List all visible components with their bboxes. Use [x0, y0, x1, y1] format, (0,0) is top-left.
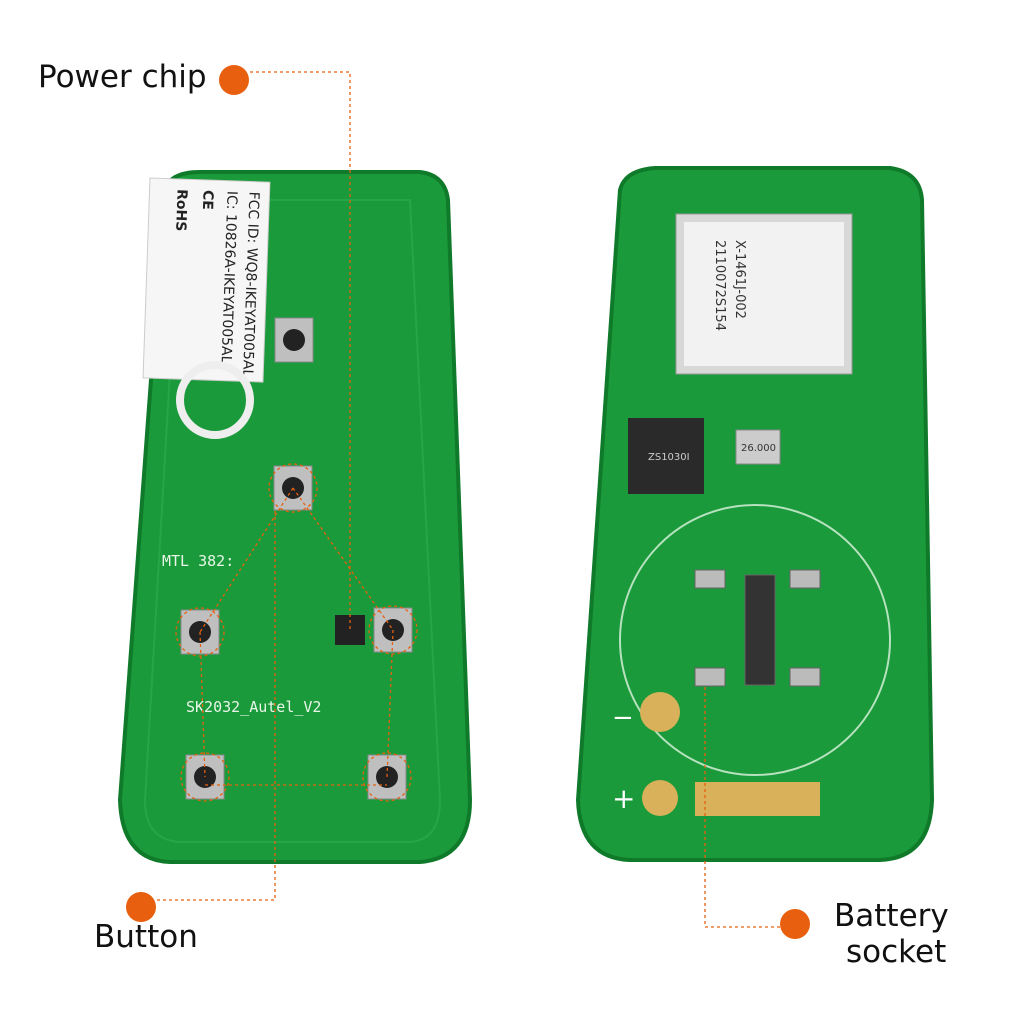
button-marker: [126, 892, 156, 922]
button-label: Button: [94, 919, 198, 955]
battery-socket: [694, 569, 821, 687]
button-leader: [157, 510, 276, 901]
battery-label-line2: socket: [846, 934, 947, 970]
module-part-text: X-1461J-002: [732, 240, 747, 319]
minus-sign: −: [612, 703, 634, 733]
battery-contact-pad: [695, 782, 820, 816]
mcu-chip: [628, 418, 704, 494]
battery-socket-marker: [780, 909, 810, 939]
rf-module: X-1461J-002 2110072S154: [675, 213, 853, 375]
positive-pad: [642, 780, 678, 816]
sticker-rohs-text: RoHS: [172, 189, 189, 232]
silk-mtl-text: MTL 382:: [162, 552, 234, 570]
sticker-ic-text: IC: 10826A-IKEYAT005AL: [218, 191, 240, 364]
silk-model-text: SK2032_Autel_V2: [186, 698, 321, 716]
crystal: [735, 429, 781, 465]
battery-label-line1: Battery: [834, 898, 949, 934]
power-chip-label: Power chip: [38, 59, 207, 95]
power-chip: [335, 615, 365, 645]
sticker-ce-text: CE: [199, 190, 216, 210]
recycle-logo-icon: [176, 361, 254, 439]
power-chip-marker: [219, 65, 249, 95]
mcu-chip-text: ZS1030I: [648, 452, 690, 463]
battery-socket-label: Battery socket: [834, 898, 949, 970]
crystal-text: 26.000: [741, 443, 776, 454]
battery-leader: [704, 685, 780, 928]
battery-outline: [619, 504, 891, 776]
fcc-sticker: FCC ID: WQ8-IKEYAT005AL IC: 10826A-IKEYA…: [142, 177, 271, 383]
negative-pad: [640, 692, 680, 732]
module-serial-text: 2110072S154: [712, 240, 727, 331]
sticker-fcc-text: FCC ID: WQ8-IKEYAT005AL: [239, 191, 261, 377]
plus-sign: +: [612, 782, 635, 815]
